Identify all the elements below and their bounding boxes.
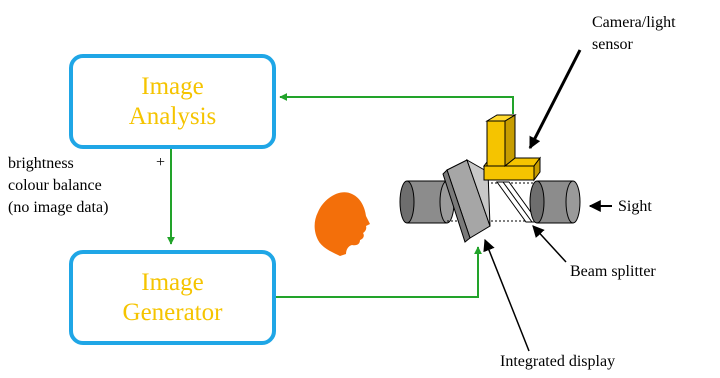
signal-label-line2: colour balance <box>8 177 102 194</box>
plus-sign: + <box>156 154 166 171</box>
camera-sensor-icon <box>483 114 541 182</box>
beam-splitter-annotation-arrow <box>532 225 567 263</box>
display-annotation-arrow <box>483 238 530 352</box>
integrated-display-label: Integrated display <box>500 353 616 370</box>
display-panel-icon <box>442 158 491 243</box>
image-generator-box: Image Generator <box>69 250 276 345</box>
head-silhouette-icon <box>314 192 370 256</box>
image-analysis-box: Image Analysis <box>69 54 276 149</box>
signal-label-line1: brightness <box>8 155 74 172</box>
camera-sensor-label-line1: Camera/light <box>592 14 676 31</box>
sight-label: Sight <box>618 198 652 215</box>
image-generator-line1: Image <box>141 268 204 296</box>
image-analysis-line2: Analysis <box>128 102 217 130</box>
optical-path <box>447 182 537 222</box>
camera-annotation-arrow <box>528 49 582 150</box>
lens-icon <box>399 180 455 224</box>
camera-sensor-label-line2: sensor <box>592 36 633 53</box>
lens-icon <box>529 180 581 224</box>
image-generator-line2: Generator <box>122 298 223 326</box>
image-analysis-line1: Image <box>141 72 204 100</box>
signal-label-line3: (no image data) <box>8 199 109 216</box>
generator-to-display-connector <box>276 246 482 298</box>
camera-to-analysis-connector <box>279 93 514 114</box>
beam-splitter-label: Beam splitter <box>570 263 656 280</box>
